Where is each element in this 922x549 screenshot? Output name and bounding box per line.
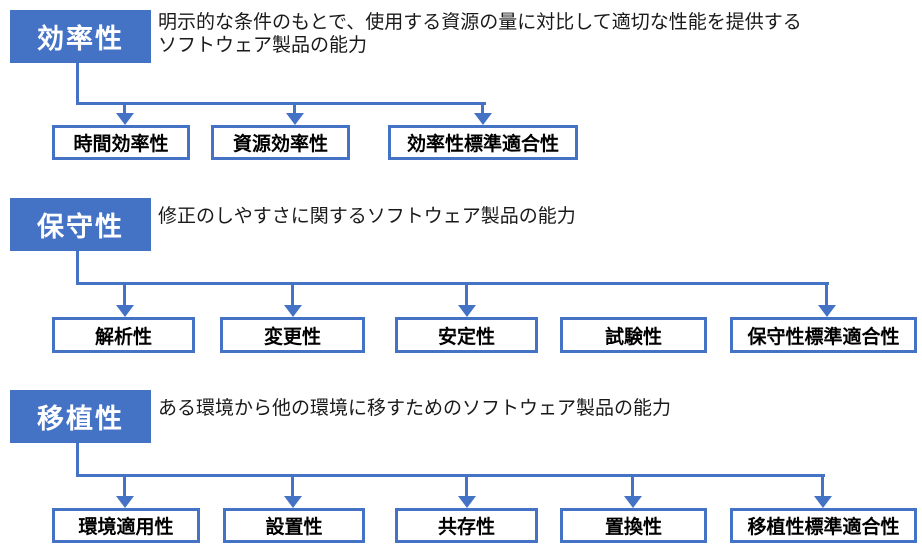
characteristic-box-efficiency: 効率性 — [10, 10, 151, 63]
subcharacteristic-label: 共存性 — [437, 517, 495, 538]
arrow-stem — [465, 474, 468, 497]
arrow-head — [458, 496, 476, 508]
arrow-stem — [821, 474, 824, 497]
connector-horizontal — [76, 282, 829, 285]
arrow-stem — [291, 282, 294, 306]
subcharacteristic-box: 時間効率性 — [52, 125, 190, 160]
characteristic-title: 効率性 — [37, 24, 124, 54]
characteristic-description: 明示的な条件のもとで、使用する資源の量に対比して適切な性能を提供する ソフトウェ… — [158, 12, 802, 56]
connector-vertical — [76, 251, 79, 285]
subcharacteristic-label: 資源効率性 — [232, 134, 328, 155]
arrow-stem — [465, 282, 468, 306]
subcharacteristic-box: 変更性 — [220, 317, 365, 353]
arrow-head — [458, 305, 476, 317]
subcharacteristic-label: 置換性 — [604, 517, 662, 538]
subcharacteristic-box: 環境適用性 — [52, 508, 200, 543]
subcharacteristic-box: 保守性標準適合性 — [730, 317, 917, 353]
arrow-head — [474, 113, 492, 125]
subcharacteristic-box: 効率性標準適合性 — [388, 125, 578, 160]
arrow-stem — [123, 474, 126, 497]
connector-vertical — [76, 443, 79, 477]
subcharacteristic-box: 置換性 — [560, 508, 707, 543]
arrow-stem — [291, 474, 294, 497]
subcharacteristic-label: 安定性 — [437, 326, 495, 348]
connector-horizontal — [76, 474, 825, 477]
arrow-stem — [631, 474, 634, 497]
characteristic-box-maintainability: 保守性 — [10, 198, 151, 251]
subcharacteristic-box: 設置性 — [223, 508, 365, 543]
arrow-head — [284, 496, 302, 508]
subcharacteristic-label: 移植性標準適合性 — [747, 517, 900, 538]
arrow-stem — [825, 282, 828, 306]
subcharacteristic-box: 資源効率性 — [211, 125, 350, 160]
subcharacteristic-box: 共存性 — [395, 508, 538, 543]
arrow-head — [116, 113, 134, 125]
arrow-stem — [123, 102, 126, 114]
characteristic-title: 移植性 — [37, 404, 124, 434]
arrow-head — [818, 305, 836, 317]
subcharacteristic-box: 試験性 — [560, 317, 707, 353]
characteristic-description: 修正のしやすさに関するソフトウェア製品の能力 — [158, 206, 576, 227]
arrow-head — [286, 113, 304, 125]
connector-vertical — [76, 63, 79, 105]
arrow-head — [284, 305, 302, 317]
arrow-head — [814, 496, 832, 508]
subcharacteristic-label: 変更性 — [263, 326, 321, 348]
characteristic-description: ある環境から他の環境に移すためのソフトウェア製品の能力 — [158, 398, 672, 419]
characteristic-title: 保守性 — [37, 212, 124, 242]
connector-horizontal — [76, 102, 486, 105]
subcharacteristic-label: 試験性 — [604, 326, 662, 348]
characteristic-box-portability: 移植性 — [10, 390, 151, 443]
arrow-head — [116, 305, 134, 317]
subcharacteristic-label: 時間効率性 — [73, 134, 169, 155]
subcharacteristic-label: 環境適用性 — [78, 517, 174, 538]
arrow-head — [116, 496, 134, 508]
arrow-stem — [123, 282, 126, 306]
subcharacteristic-label: 設置性 — [265, 517, 323, 538]
subcharacteristic-label: 解析性 — [94, 326, 152, 348]
subcharacteristic-box: 安定性 — [395, 317, 538, 353]
subcharacteristic-box: 移植性標準適合性 — [730, 508, 917, 543]
subcharacteristic-label: 保守性標準適合性 — [747, 326, 900, 348]
arrow-stem — [481, 102, 484, 114]
subcharacteristic-box: 解析性 — [52, 317, 195, 353]
arrow-head — [624, 496, 642, 508]
arrow-stem — [293, 102, 296, 114]
subcharacteristic-label: 効率性標準適合性 — [406, 134, 559, 155]
